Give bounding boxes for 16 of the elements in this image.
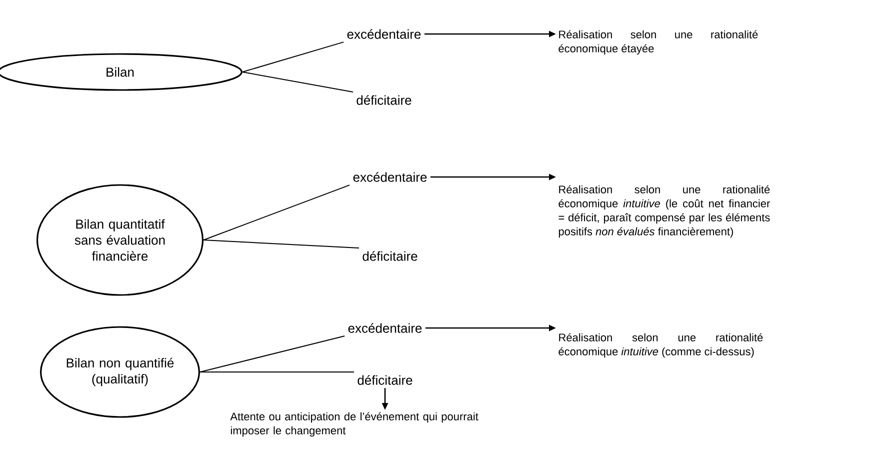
branch-line [200, 336, 346, 372]
result-text: Réalisation selon une rationalité économique intuitive (le coût net financier = déficit, paraît compensé par les éléments positifs non évalués financièrement) [558, 185, 770, 238]
outcome-label: excédentaire [348, 323, 422, 333]
note-text: Attente ou anticipation de l’événement qui pourrait imposer le changement [230, 412, 478, 437]
outcome-label: déficitaire [362, 251, 418, 261]
outcome-label: excédentaire [353, 172, 427, 182]
branch-line [200, 371, 354, 372]
result-text: Réalisation selon une rationalité économique intuitive (comme ci-dessus) [558, 333, 763, 358]
branch-line [242, 72, 354, 92]
outcome-label: déficitaire [358, 375, 412, 385]
branch-line [242, 42, 344, 72]
outcome-label: déficitaire [356, 95, 412, 105]
outcome-label: excédentaire [347, 29, 421, 39]
branch-line [203, 240, 360, 248]
branch-line [203, 184, 350, 240]
result-text: Réalisation selon une rationalité économique étayée [558, 30, 758, 55]
